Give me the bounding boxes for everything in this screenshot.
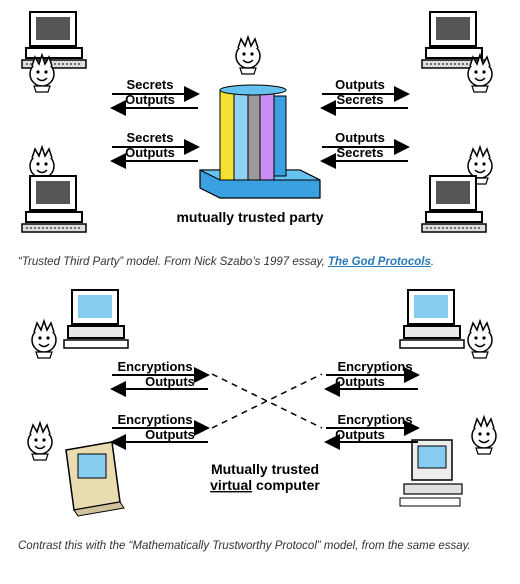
left-lower-bottom-label: Outputs <box>125 145 175 160</box>
left-lower-top-label: Encryptions <box>117 412 192 427</box>
computer-icon <box>63 289 129 349</box>
trusted-party-person-icon <box>235 36 261 75</box>
computer-icon <box>421 175 487 233</box>
right-lower-top-label: Encryptions <box>337 412 412 427</box>
left-arrows-upper <box>110 86 200 116</box>
person-icon <box>471 416 497 455</box>
person-icon <box>467 320 493 359</box>
right-arrows-upper <box>320 86 410 116</box>
left-arrows-lower <box>110 139 200 169</box>
caption-top-suffix: . <box>430 256 435 268</box>
left-arrows-lower <box>110 420 210 450</box>
right-upper-bottom-label: Secrets <box>337 92 384 107</box>
computer-icon <box>21 175 87 233</box>
right-lower-bottom-label: Secrets <box>337 145 384 160</box>
person-icon <box>31 320 57 359</box>
person-icon <box>27 422 53 461</box>
mac-computer-icon <box>65 441 125 517</box>
center-label-line1: Mutually trusted <box>211 461 319 477</box>
right-arrows-upper <box>324 367 420 397</box>
person-icon <box>29 54 55 93</box>
computer-icon <box>399 289 465 349</box>
computer-icon <box>421 11 487 69</box>
right-upper-top-label: Encryptions <box>337 359 412 374</box>
left-upper-top-label: Encryptions <box>117 359 192 374</box>
dashed-connections <box>211 373 323 429</box>
computer-icon <box>21 11 87 69</box>
caption-top-prefix: “Trusted Third Party” model. From Nick S… <box>18 256 328 268</box>
trusted-third-party-diagram: Secrets Outputs Secrets Outputs Outputs … <box>0 0 520 245</box>
center-label: mutually trusted party <box>176 209 323 225</box>
left-arrows-upper <box>110 367 210 397</box>
mac-computer-icon <box>399 439 463 507</box>
center-label-virtual: virtual <box>210 477 252 493</box>
right-arrows-lower <box>320 139 410 169</box>
left-lower-top-label: Secrets <box>127 130 174 145</box>
caption-bottom: Contrast this with the “Mathematically T… <box>18 540 471 552</box>
center-label-line2: virtual computer <box>210 477 320 493</box>
left-upper-bottom-label: Outputs <box>145 374 195 389</box>
center-label-rest: computer <box>252 477 320 493</box>
right-upper-top-label: Outputs <box>335 77 385 92</box>
person-icon <box>467 54 493 93</box>
right-upper-bottom-label: Outputs <box>335 374 385 389</box>
god-protocols-link[interactable]: The God Protocols <box>327 256 431 268</box>
right-lower-bottom-label: Outputs <box>335 427 385 442</box>
mainframe-icon <box>199 84 321 199</box>
right-arrows-lower <box>324 420 420 450</box>
trustworthy-protocol-diagram: Encryptions Outputs Encryptions Outputs … <box>0 278 520 528</box>
right-lower-top-label: Outputs <box>335 130 385 145</box>
left-lower-bottom-label: Outputs <box>145 427 195 442</box>
left-upper-bottom-label: Outputs <box>125 92 175 107</box>
left-upper-top-label: Secrets <box>127 77 174 92</box>
caption-top: “Trusted Third Party” model. From Nick S… <box>18 253 508 271</box>
